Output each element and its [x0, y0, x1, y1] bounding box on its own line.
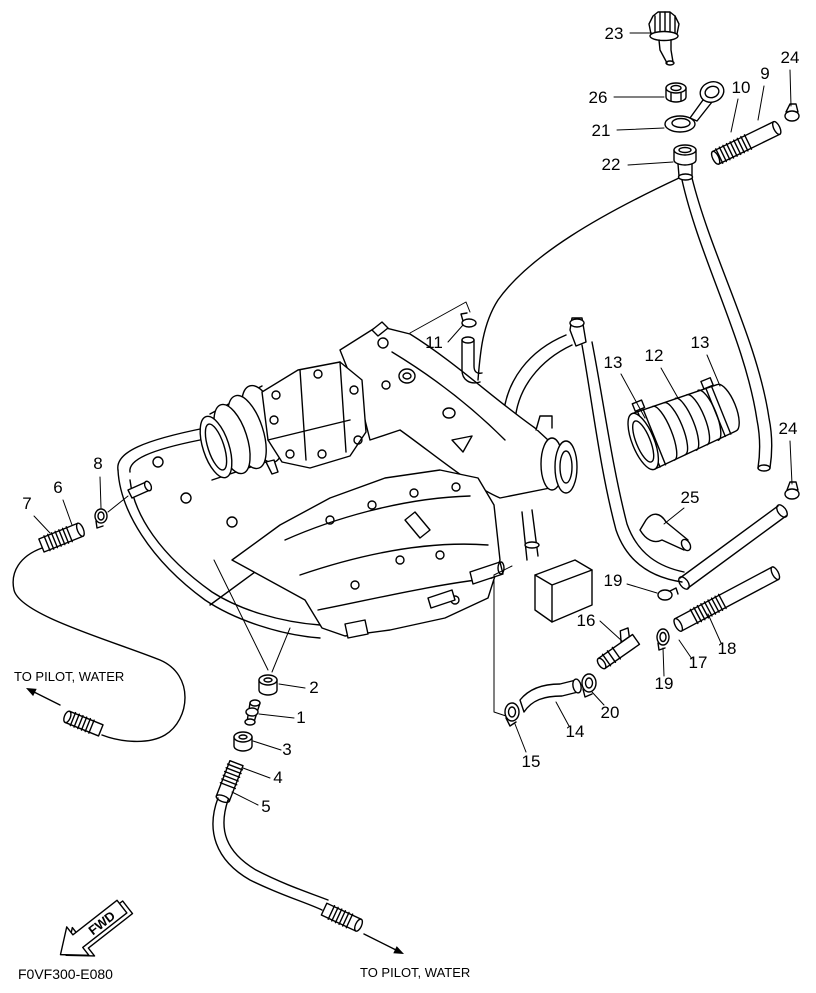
- filler-neck: [673, 144, 697, 181]
- box-hose: [521, 509, 540, 561]
- callout-24-lower: 24: [779, 419, 798, 438]
- hose-end-bottom: [320, 902, 364, 932]
- arrow-to-pilot-left: [26, 688, 61, 706]
- callout-23: 23: [605, 24, 624, 43]
- callout-8: 8: [93, 454, 102, 473]
- callout-5: 5: [261, 797, 270, 816]
- routing-lines: [213, 559, 291, 673]
- hose-9: [710, 120, 782, 165]
- callout-7: 7: [22, 494, 31, 513]
- callout-17: 17: [689, 653, 708, 672]
- callout-4: 4: [273, 768, 282, 787]
- clamp-8: [94, 508, 108, 529]
- callout-19-lower: 19: [655, 674, 674, 693]
- hose-6: [38, 522, 85, 553]
- callout-3: 3: [282, 740, 291, 759]
- callout-21: 21: [592, 121, 611, 140]
- callout-20: 20: [601, 703, 620, 722]
- box: [534, 559, 593, 623]
- note-to-pilot-water-left: TO PILOT, WATER: [14, 669, 124, 684]
- callout-13-right: 13: [691, 333, 710, 352]
- hose-11: [409, 301, 483, 384]
- clamp-lower-right: [784, 481, 800, 500]
- arrow-to-pilot-bottom: [363, 933, 404, 954]
- bent-tube: [639, 513, 692, 552]
- clamp-upper: [784, 103, 800, 122]
- vent-line: [477, 177, 680, 381]
- callout-22: 22: [602, 155, 621, 174]
- callout-26: 26: [589, 88, 608, 107]
- clamp-15: [504, 702, 520, 727]
- coupling-hose: [627, 377, 740, 471]
- fitting-16: [596, 627, 641, 670]
- clamp-19-upper: [657, 587, 679, 601]
- callout-18: 18: [718, 639, 737, 658]
- callout-9: 9: [760, 64, 769, 83]
- hose-18: [673, 566, 781, 632]
- callout-15: 15: [522, 752, 541, 771]
- callout-10: 10: [732, 78, 751, 97]
- fwd-arrow-icon: FWD: [59, 899, 134, 957]
- hose-loop-right: [581, 341, 685, 583]
- leader-lines: [33, 32, 793, 806]
- gasket: [689, 81, 725, 122]
- hose-14: [519, 678, 582, 713]
- callout-19-upper: 19: [604, 571, 623, 590]
- callout-13-left: 13: [604, 353, 623, 372]
- callout-16: 16: [577, 611, 596, 630]
- fitting-top-of-loop: [569, 317, 587, 347]
- air-intake-housing: [117, 427, 321, 639]
- hose-4: [215, 759, 244, 804]
- nipple-fitting: [107, 480, 153, 513]
- filler-cap: [648, 11, 680, 66]
- bracket-line: [493, 565, 513, 717]
- engine-upper-body: [339, 321, 578, 499]
- callout-2: 2: [309, 678, 318, 697]
- o-ring: [664, 115, 696, 133]
- callouts: 23 26 21 22 10 9 24 11 13 12 13 24 25 8 …: [22, 24, 799, 816]
- hose-7-loop: [12, 547, 186, 743]
- callout-6: 6: [53, 478, 62, 497]
- exhaust-manifold: [231, 469, 505, 639]
- long-hose-from-neck: [681, 177, 773, 472]
- callout-24-upper: 24: [781, 48, 800, 67]
- nut: [665, 82, 687, 103]
- nut-3: [233, 731, 253, 752]
- hose-end-left: [63, 710, 104, 737]
- tube-to-clamp-24: [678, 504, 788, 590]
- clamp-20: [581, 673, 597, 698]
- callout-12: 12: [645, 346, 664, 365]
- callout-1: 1: [296, 708, 305, 727]
- callout-11: 11: [425, 333, 443, 352]
- figure-code: F0VF300-E080: [18, 966, 113, 982]
- intake-elbow: [199, 384, 284, 481]
- nut-2: [258, 674, 278, 696]
- callout-14: 14: [566, 722, 585, 741]
- note-to-pilot-water-bottom: TO PILOT, WATER: [360, 965, 470, 980]
- throttle-body: [261, 361, 367, 475]
- hose-5-line: [212, 797, 329, 911]
- fitting-1: [244, 699, 261, 726]
- clamp-19-lower: [656, 628, 670, 651]
- callout-25: 25: [681, 488, 700, 507]
